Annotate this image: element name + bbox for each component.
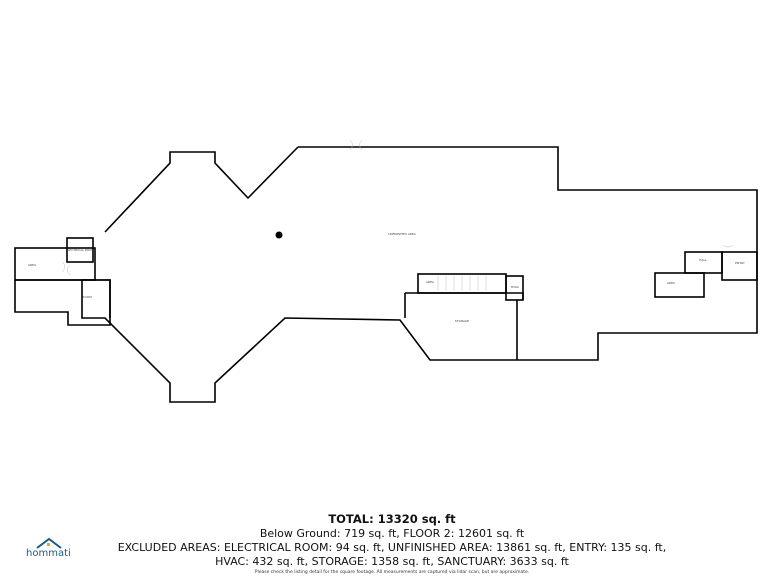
room-label-entry: ENTRY bbox=[735, 261, 745, 265]
room-label-electrical: ELECTRICAL ROOM bbox=[66, 248, 95, 252]
wall-hall bbox=[684, 251, 723, 274]
column-marker bbox=[275, 231, 283, 239]
house-icon bbox=[36, 537, 62, 549]
room-label-storage: STORAGE bbox=[455, 319, 469, 323]
hommati-logo: hommati bbox=[24, 536, 74, 562]
total-area: TOTAL: 13320 sq. ft bbox=[328, 512, 456, 526]
area-summary: TOTAL: 13320 sq. ft Below Ground: 719 sq… bbox=[0, 512, 784, 577]
wall-storage bbox=[405, 292, 524, 300]
wall-entry bbox=[721, 251, 758, 281]
logo-text: hommati bbox=[26, 548, 71, 559]
room-label-hvac: HVAC bbox=[511, 285, 519, 289]
room-label-area-right: AREA bbox=[667, 281, 676, 285]
disclaimer: Please check the listing detail for the … bbox=[254, 570, 530, 575]
excluded-areas-1: EXCLUDED AREAS: ELECTRICAL ROOM: 94 sq. … bbox=[117, 541, 667, 554]
wall-hvac bbox=[505, 275, 524, 301]
room-label-area-left: AREA bbox=[28, 263, 37, 267]
upper-wing-wall bbox=[104, 146, 299, 233]
floor-areas: Below Ground: 719 sq. ft, FLOOR 2: 12601… bbox=[259, 527, 525, 540]
main-outline-wall bbox=[81, 146, 758, 403]
excluded-areas-2: HVAC: 432 sq. ft, STORAGE: 1358 sq. ft, … bbox=[215, 555, 569, 568]
wall-electrical bbox=[66, 237, 94, 263]
room-label-stairs-area: AREA bbox=[426, 280, 435, 284]
room-label-room-left: ROOM bbox=[82, 295, 92, 299]
room-label-unfinished: UNFINISHED AREA bbox=[388, 232, 417, 236]
wall-room-right bbox=[654, 272, 705, 298]
wall-room-left-lower bbox=[14, 279, 111, 326]
room-label-hall: HALL bbox=[699, 258, 707, 262]
